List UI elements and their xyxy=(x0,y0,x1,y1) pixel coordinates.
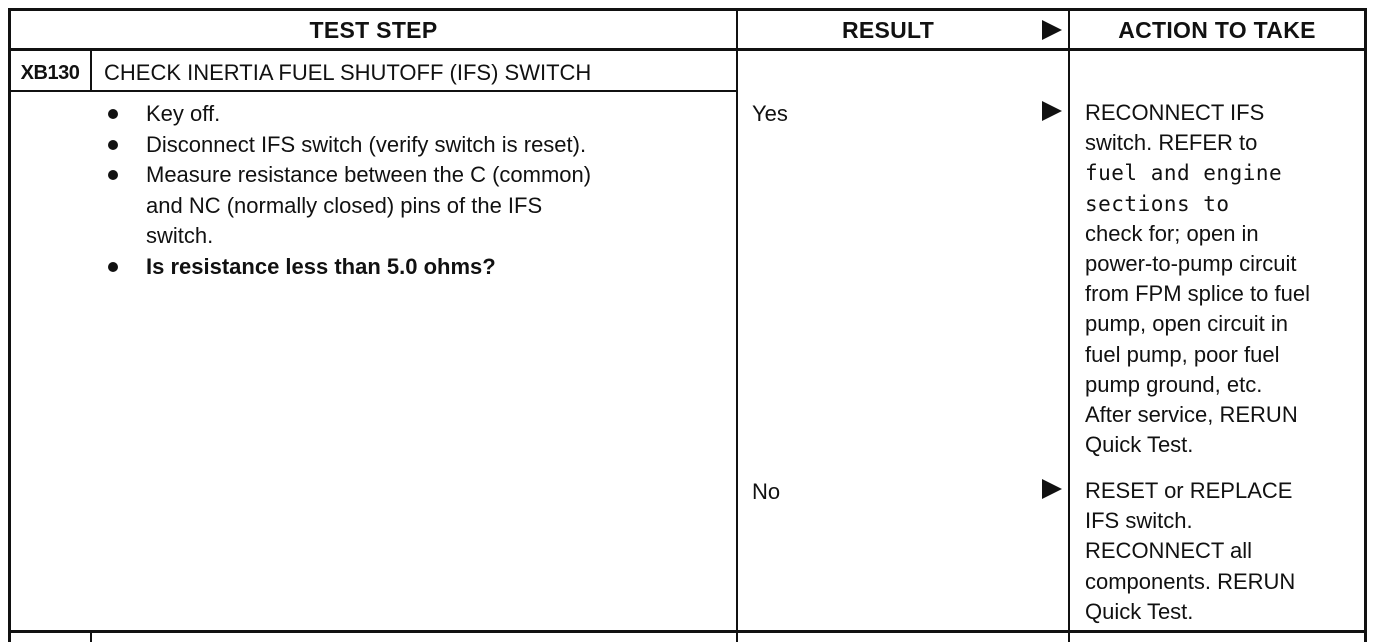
result-yes-arrow-icon xyxy=(1042,101,1062,121)
action-line: pump ground, etc. xyxy=(1085,371,1263,397)
action-line: RECONNECT all xyxy=(1085,538,1253,564)
table-right-border xyxy=(1364,8,1367,642)
bullet-text: Disconnect IFS switch (verify switch is … xyxy=(146,131,587,157)
header-action: ACTION TO TAKE xyxy=(1118,16,1316,43)
step-title: CHECK INERTIA FUEL SHUTOFF (IFS) SWITCH xyxy=(104,60,592,85)
result-action-divider xyxy=(1068,8,1070,642)
action-line: After service, RERUN xyxy=(1085,402,1298,428)
action-line: sections to xyxy=(1085,191,1230,216)
bullet-icon xyxy=(108,261,118,272)
action-line: pump, open circuit in xyxy=(1085,311,1288,337)
action-line: from FPM splice to fuel xyxy=(1085,281,1310,307)
step-id: XB130 xyxy=(20,61,80,84)
bullet-text-continued: and NC (normally closed) pins of the IFS xyxy=(146,192,543,218)
action-line: power-to-pump circuit xyxy=(1085,251,1297,277)
step-bullets: Key off. Disconnect IFS switch (verify s… xyxy=(100,99,720,282)
step-id-divider-lower xyxy=(90,630,92,642)
action-line: Quick Test. xyxy=(1085,432,1194,458)
bullet-icon xyxy=(108,109,118,119)
step-title-bottom-border xyxy=(8,90,736,92)
header-test-step: TEST STEP xyxy=(309,16,438,43)
step-id-divider xyxy=(90,48,92,92)
bullet-item-question: Is resistance less than 5.0 ohms? xyxy=(100,252,720,283)
header-arrow-icon xyxy=(1042,20,1062,40)
result-yes: Yes xyxy=(752,101,788,126)
result-no: No xyxy=(752,479,781,504)
table-left-border xyxy=(8,8,11,642)
action-no: RESET or REPLACE IFS switch. RECONNECT a… xyxy=(1085,476,1370,627)
action-yes: RECONNECT IFS switch. REFER to fuel and … xyxy=(1085,98,1370,460)
action-line: fuel pump, poor fuel xyxy=(1085,341,1280,367)
header-result: RESULT xyxy=(841,16,935,43)
bullet-icon xyxy=(108,139,118,150)
bullet-text-continued: switch. xyxy=(146,223,214,248)
action-line: fuel and engine xyxy=(1085,161,1283,186)
bullet-text: Is resistance less than 5.0 ohms? xyxy=(146,253,496,279)
bullet-text: Key off. xyxy=(146,101,221,126)
bullet-item: Measure resistance between the C (common… xyxy=(100,160,720,252)
action-line: Quick Test. xyxy=(1085,598,1194,624)
action-line: IFS switch. xyxy=(1085,508,1193,534)
header-bottom-border xyxy=(8,48,1366,51)
bullet-text: Measure resistance between the C (common… xyxy=(146,162,592,187)
action-line: check for; open in xyxy=(1085,220,1259,246)
bullet-icon xyxy=(108,170,118,180)
action-line: switch. REFER to xyxy=(1085,130,1258,156)
table-top-border xyxy=(8,8,1366,11)
action-line: RECONNECT IFS xyxy=(1085,100,1265,125)
bullet-item: Disconnect IFS switch (verify switch is … xyxy=(100,130,720,161)
bullet-item: Key off. xyxy=(100,99,720,130)
action-line: RESET or REPLACE xyxy=(1085,478,1293,503)
action-line: components. RERUN xyxy=(1085,568,1296,594)
test-step-result-divider xyxy=(736,8,738,642)
result-no-arrow-icon xyxy=(1042,479,1062,499)
table-bottom-border xyxy=(8,630,1366,633)
